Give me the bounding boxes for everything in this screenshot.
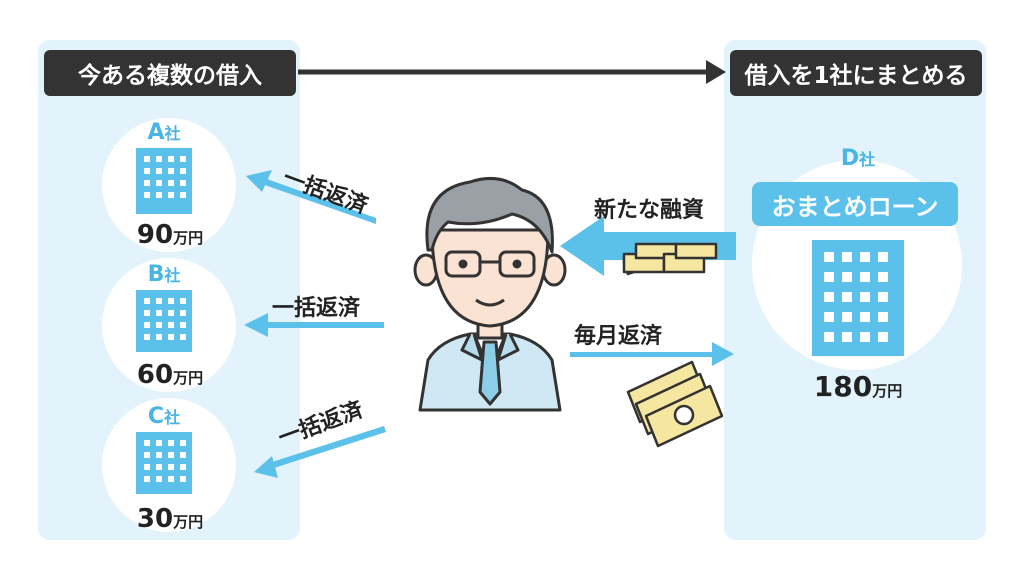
new-loan-label: 新たな融資 [594,198,705,223]
company-b-label: B社 [134,262,194,287]
monthly-arrow-icon [570,342,734,366]
omatome-loan-label: おまとめローン [752,182,958,226]
company-a-amount: 90万円 [136,220,204,250]
left-title: 今ある複数の借入 [44,50,296,96]
repay-label-b: 一括返済 [272,296,361,321]
top-arrow-icon [298,60,726,84]
repay-arrow-b-icon [244,313,384,337]
company-d-amount: 180万円 [813,370,903,403]
building-d-icon [812,240,904,356]
company-c-label: C社 [134,404,194,429]
company-c-amount: 30万円 [136,504,204,534]
company-c-suffix: 社 [164,408,181,427]
building-c-icon [136,432,192,494]
money-bundle-icon [622,242,718,276]
banknotes-icon [626,360,724,448]
company-a-suffix: 社 [164,124,181,143]
repay-arrow-a-icon [246,170,376,224]
company-a-name: A [147,120,165,145]
company-b-suffix: 社 [164,266,181,285]
company-d-name: D [840,146,860,171]
company-b-name: B [147,262,165,287]
building-b-icon [136,290,192,352]
businessman-icon [413,176,567,412]
building-a-icon [136,148,192,214]
repay-arrow-c-icon [254,426,386,478]
company-d-suffix: 社 [859,150,876,169]
company-d-label: D社 [828,146,888,171]
right-title: 借入を1社にまとめる [730,50,982,96]
monthly-repay-label: 毎月返済 [574,324,663,349]
company-a-label: A社 [134,120,194,145]
company-c-name: C [147,404,165,429]
company-b-amount: 60万円 [136,360,204,390]
